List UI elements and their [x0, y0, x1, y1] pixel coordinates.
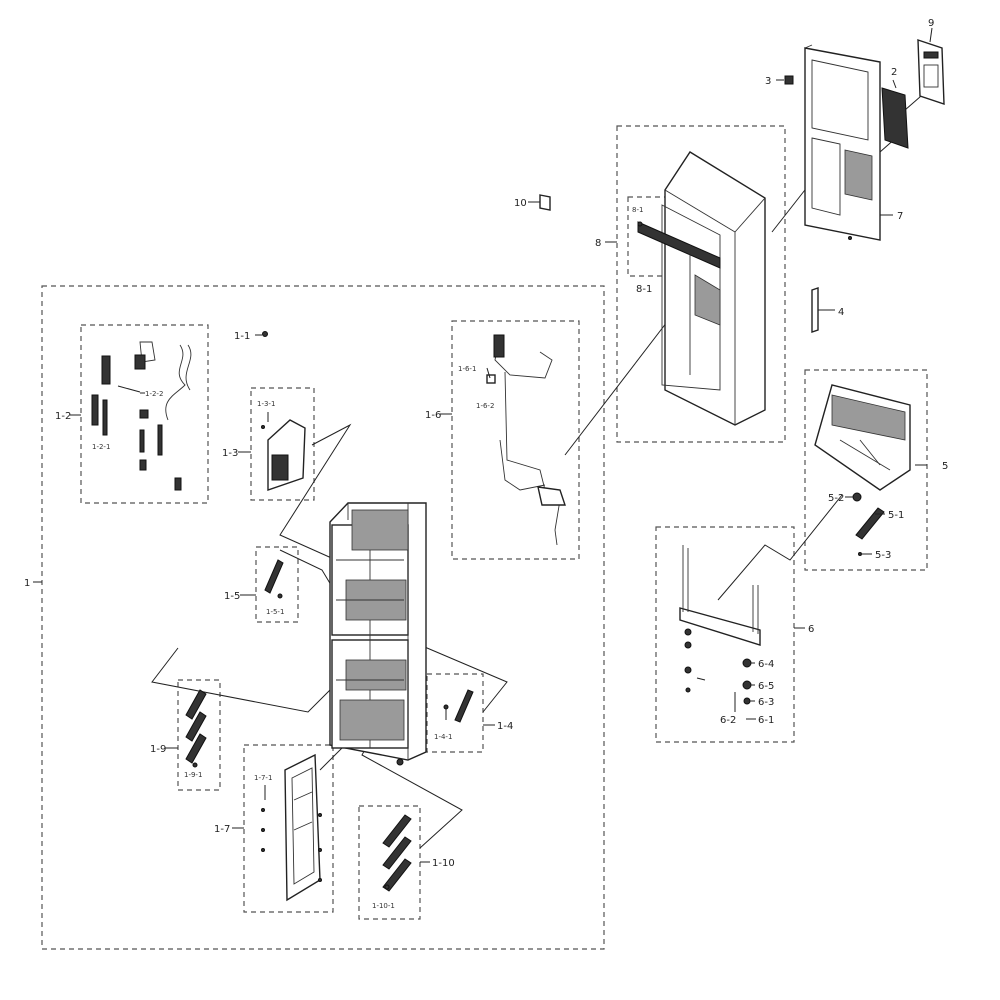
label-1-6: 1-6: [425, 410, 441, 421]
connector-6-5: [717, 494, 843, 601]
label-7: 7: [897, 211, 903, 222]
frame-7: [804, 44, 881, 241]
label-1-2-2: 1-2-2: [145, 390, 163, 398]
label-4: 4: [838, 307, 844, 318]
label-1-7-1: 1-7-1: [254, 774, 272, 782]
water-line-1-6: [486, 334, 566, 546]
rails-1-10: [382, 814, 412, 892]
label-1-9: 1-9: [150, 744, 166, 755]
connector-1-9: [151, 647, 331, 713]
label-10: 10: [514, 198, 527, 209]
connector-1-3: [279, 423, 352, 561]
tray-5: [814, 384, 911, 556]
group-box-1: [41, 285, 605, 950]
label-1-3: 1-3: [222, 448, 238, 459]
group-box-1-5: [255, 546, 299, 623]
label-1-6-1: 1-6-1: [458, 365, 476, 373]
label-1-7: 1-7: [214, 824, 230, 835]
group-box-1-2: [80, 324, 209, 504]
group-box-6: [655, 526, 795, 743]
rail-1-4: [443, 689, 474, 723]
label-9: 9: [928, 18, 934, 29]
label-6-5: 6-5: [758, 681, 774, 692]
label-6-4: 6-4: [758, 659, 774, 670]
label-1-10: 1-10: [432, 858, 455, 869]
label-8-1-inner: 8-1: [632, 206, 643, 214]
wiring-harness-parts: [91, 341, 192, 491]
label-1-3-1: 1-3-1: [257, 400, 275, 408]
label-1-4-1: 1-4-1: [434, 733, 452, 741]
label-2: 2: [891, 67, 897, 78]
screw-3: [776, 75, 794, 85]
rails-1-9: [185, 689, 207, 768]
connector-1-4: [419, 644, 508, 713]
label-6-2: 6-2: [720, 715, 736, 726]
label-8-1: 8-1: [636, 284, 652, 295]
label-5-3: 5-3: [875, 550, 891, 561]
group-box-1-9: [177, 679, 221, 791]
label-5-2: 5-2: [828, 493, 844, 504]
rail-1-5: [264, 559, 284, 599]
group-box-8: [616, 125, 786, 443]
group-box-1-6: [451, 320, 580, 560]
panel-8: [637, 151, 766, 426]
label-1-6-2: 1-6-2: [476, 402, 494, 410]
cover-9: [917, 39, 945, 105]
label-5-1: 5-1: [888, 510, 904, 521]
label-1-5: 1-5: [224, 591, 240, 602]
plate-2: [881, 87, 909, 149]
bracket-1-3: [261, 412, 306, 491]
label-6-3: 6-3: [758, 697, 774, 708]
label-8: 8: [595, 238, 601, 249]
label-6: 6: [808, 624, 814, 635]
label-1-2-1: 1-2-1: [92, 443, 110, 451]
label-1-5-1: 1-5-1: [266, 608, 284, 616]
screw-1-1: [255, 331, 268, 337]
label-1-10-1: 1-10-1: [372, 902, 395, 910]
part-10: [528, 194, 551, 211]
group-box-5: [804, 369, 928, 571]
label-1-4: 1-4: [497, 721, 513, 732]
label-1-2: 1-2: [55, 411, 71, 422]
label-6-1: 6-1: [758, 715, 774, 726]
label-1: 1: [24, 578, 30, 589]
group-box-1-7: [243, 744, 334, 913]
label-1-1: 1-1: [234, 331, 250, 342]
panel-1-7: [261, 753, 322, 902]
group-box-1-4: [426, 673, 484, 753]
cabinet-assembly: [329, 502, 427, 766]
label-3: 3: [765, 76, 771, 87]
base-6: [679, 545, 761, 720]
label-1-9-1: 1-9-1: [184, 771, 202, 779]
label-5: 5: [942, 461, 948, 472]
bracket-4: [811, 287, 835, 333]
